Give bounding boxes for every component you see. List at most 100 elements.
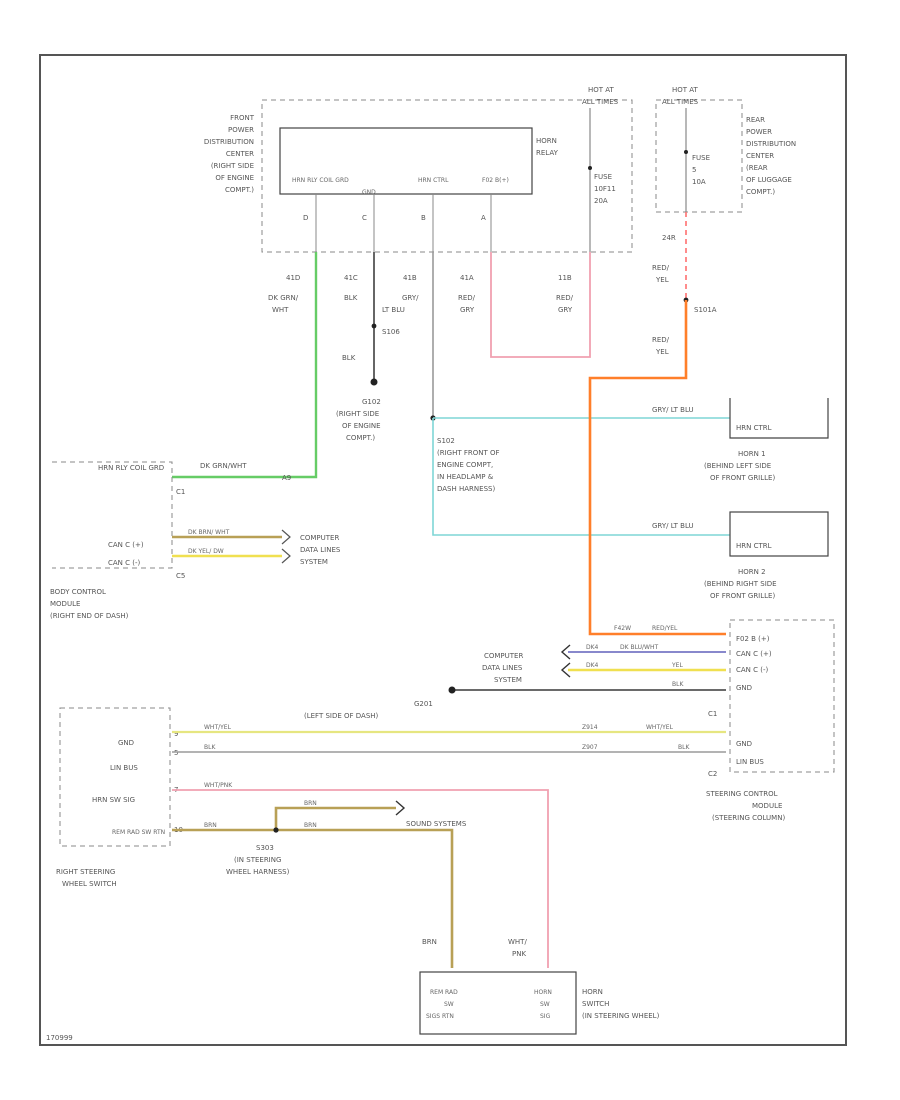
bcm-can-minus: CAN C (-) (108, 559, 141, 567)
sccm-wire-yel: YEL (671, 662, 683, 669)
svg-text:SYSTEM: SYSTEM (494, 676, 522, 684)
bcm-dashed-box (52, 461, 173, 569)
svg-text:ALL TIMES: ALL TIMES (582, 98, 619, 106)
sw-pin-lin: LIN BUS (110, 764, 138, 772)
sw-pin-gnd: GND (118, 739, 134, 747)
horn1-wire-label: GRY/ LT BLU (652, 406, 694, 414)
ground-g102-label: G102 (362, 398, 381, 406)
svg-text:YEL: YEL (655, 276, 669, 284)
sccm-c1: C1 (708, 710, 717, 718)
diagram-code: 170999 (46, 1034, 73, 1042)
horn-switch-box (419, 971, 577, 1035)
splice-s101a-label: S101A (694, 306, 717, 314)
rear-fuse-label: FUSE (692, 154, 710, 162)
svg-text:(RIGHT SIDE: (RIGHT SIDE (211, 162, 254, 170)
svg-text:OF FRONT GRILLE): OF FRONT GRILLE) (710, 474, 775, 482)
splice-s106 (371, 323, 377, 329)
steering-switch-label: RIGHT STEERING (56, 868, 115, 876)
svg-text:FRONT: FRONT (230, 114, 255, 122)
splice-s102-label: S102 (437, 437, 455, 445)
bcm-wire-green-pin: A9 (282, 474, 291, 482)
splice-s303 (273, 827, 279, 833)
sccm-c2: C2 (708, 770, 717, 778)
svg-text:(BEHIND RIGHT SIDE: (BEHIND RIGHT SIDE (704, 580, 777, 588)
svg-text:(RIGHT FRONT OF: (RIGHT FRONT OF (437, 449, 500, 457)
svg-text:MODULE: MODULE (50, 600, 80, 608)
svg-text:COMPT.): COMPT.) (225, 186, 254, 194)
svg-text:(STEERING COLUMN): (STEERING COLUMN) (712, 814, 785, 822)
front-pdc-dashed-box (261, 99, 633, 253)
horn-relay-label: HORN (536, 137, 557, 145)
bcm-label: BODY CONTROL (50, 588, 106, 596)
svg-text:10A: 10A (692, 178, 706, 186)
svg-text:LT BLU: LT BLU (382, 306, 405, 314)
wire-dk-grn-wht (172, 252, 318, 479)
svg-text:YEL: YEL (655, 348, 669, 356)
svg-text:OF ENGINE: OF ENGINE (342, 422, 381, 430)
sccm-wire-blk: BLK (672, 681, 684, 688)
svg-text:GRY: GRY (460, 306, 475, 314)
svg-text:OF LUGGAGE: OF LUGGAGE (746, 176, 792, 184)
svg-text:5: 5 (692, 166, 696, 174)
steering-switch-dashed-box (59, 707, 171, 847)
svg-text:COMPT.): COMPT.) (746, 188, 775, 196)
pin-letter-b: B (421, 214, 426, 222)
sccm-computer-label: COMPUTER (484, 652, 523, 660)
svg-text:GRY: GRY (558, 306, 573, 314)
rear-hot-label: HOT AT (672, 86, 699, 94)
diagram-frame (39, 54, 847, 1046)
sccm-code-dk4-a: DK4 (586, 644, 599, 651)
horn2-label: HORN 2 (738, 568, 766, 576)
horn1-label: HORN 1 (738, 450, 766, 458)
svg-text:DASH HARNESS): DASH HARNESS) (437, 485, 495, 493)
svg-text:SW: SW (444, 1001, 454, 1008)
svg-text:DISTRIBUTION: DISTRIBUTION (746, 140, 796, 148)
pin-hrn-ctrl: HRN CTRL (418, 177, 449, 184)
sccm-label: STEERING CONTROL (706, 790, 778, 798)
svg-text:CENTER: CENTER (226, 150, 254, 158)
bcm-arrow-2 (281, 548, 291, 564)
sccm-code-dk4-b: DK4 (586, 662, 599, 669)
bcm-can-plus-wire: DK BRN/ WHT (188, 529, 230, 536)
svg-text:Z914: Z914 (582, 724, 598, 731)
svg-text:WHEEL HARNESS): WHEEL HARNESS) (226, 868, 290, 876)
svg-text:(IN STEERING WHEEL): (IN STEERING WHEEL) (582, 1012, 660, 1020)
sccm-wire-red-yel: RED/YEL (652, 625, 678, 632)
sound-systems-label: SOUND SYSTEMS (406, 820, 467, 828)
svg-text:WHT/PNK: WHT/PNK (204, 782, 233, 789)
sccm-pin-canm: CAN C (-) (736, 666, 769, 674)
svg-text:SW: SW (540, 1001, 550, 1008)
wire-label-red-yel-mid: RED/ (652, 336, 670, 344)
ground-g201-location: (LEFT SIDE OF DASH) (304, 712, 379, 720)
sw-pin-rem: REM RAD SW RTN (112, 829, 165, 836)
horn-sw-wire-right: WHT/ (508, 938, 527, 946)
wire-label-gry-lt-blu: GRY/ (402, 294, 419, 302)
svg-text:BRN: BRN (304, 800, 317, 807)
horn2-wire-label: GRY/ LT BLU (652, 522, 694, 530)
svg-text:SIGS RTN: SIGS RTN (426, 1013, 454, 1020)
sccm-pin-f02: F02 B (+) (736, 635, 770, 643)
svg-text:ENGINE COMPT,: ENGINE COMPT, (437, 461, 493, 469)
svg-text:COMPT.): COMPT.) (346, 434, 375, 442)
ground-g201-label: G201 (414, 700, 433, 708)
bcm-can-minus-wire: DK YEL/ DW (188, 548, 224, 555)
horn-sw-pin-left: REM RAD (430, 989, 458, 996)
svg-text:RELAY: RELAY (536, 149, 559, 157)
term-41d: 41D (286, 274, 300, 282)
bcm-pin-hrn: HRN RLY COIL GRD (98, 464, 164, 472)
sccm-pin-gnd2: GND (736, 740, 752, 748)
pin-f02: F02 B(+) (482, 177, 509, 184)
svg-text:OF FRONT GRILLE): OF FRONT GRILLE) (710, 592, 775, 600)
svg-text:BLK: BLK (342, 354, 356, 362)
svg-text:MODULE: MODULE (752, 802, 782, 810)
term-41c: 41C (344, 274, 358, 282)
wire-sound-brn (274, 806, 396, 830)
front-pdc-label: FRONT POWER DISTRIBUTION CENTER (RIGHT S… (204, 114, 255, 194)
svg-text:PNK: PNK (512, 950, 526, 958)
svg-text:DISTRIBUTION: DISTRIBUTION (204, 138, 254, 146)
pin-gnd: GND (362, 189, 376, 196)
wire-label-red-gry-b: RED/ (556, 294, 574, 302)
bcm-c5: C5 (176, 572, 185, 580)
pin-letter-a: A (481, 214, 486, 222)
